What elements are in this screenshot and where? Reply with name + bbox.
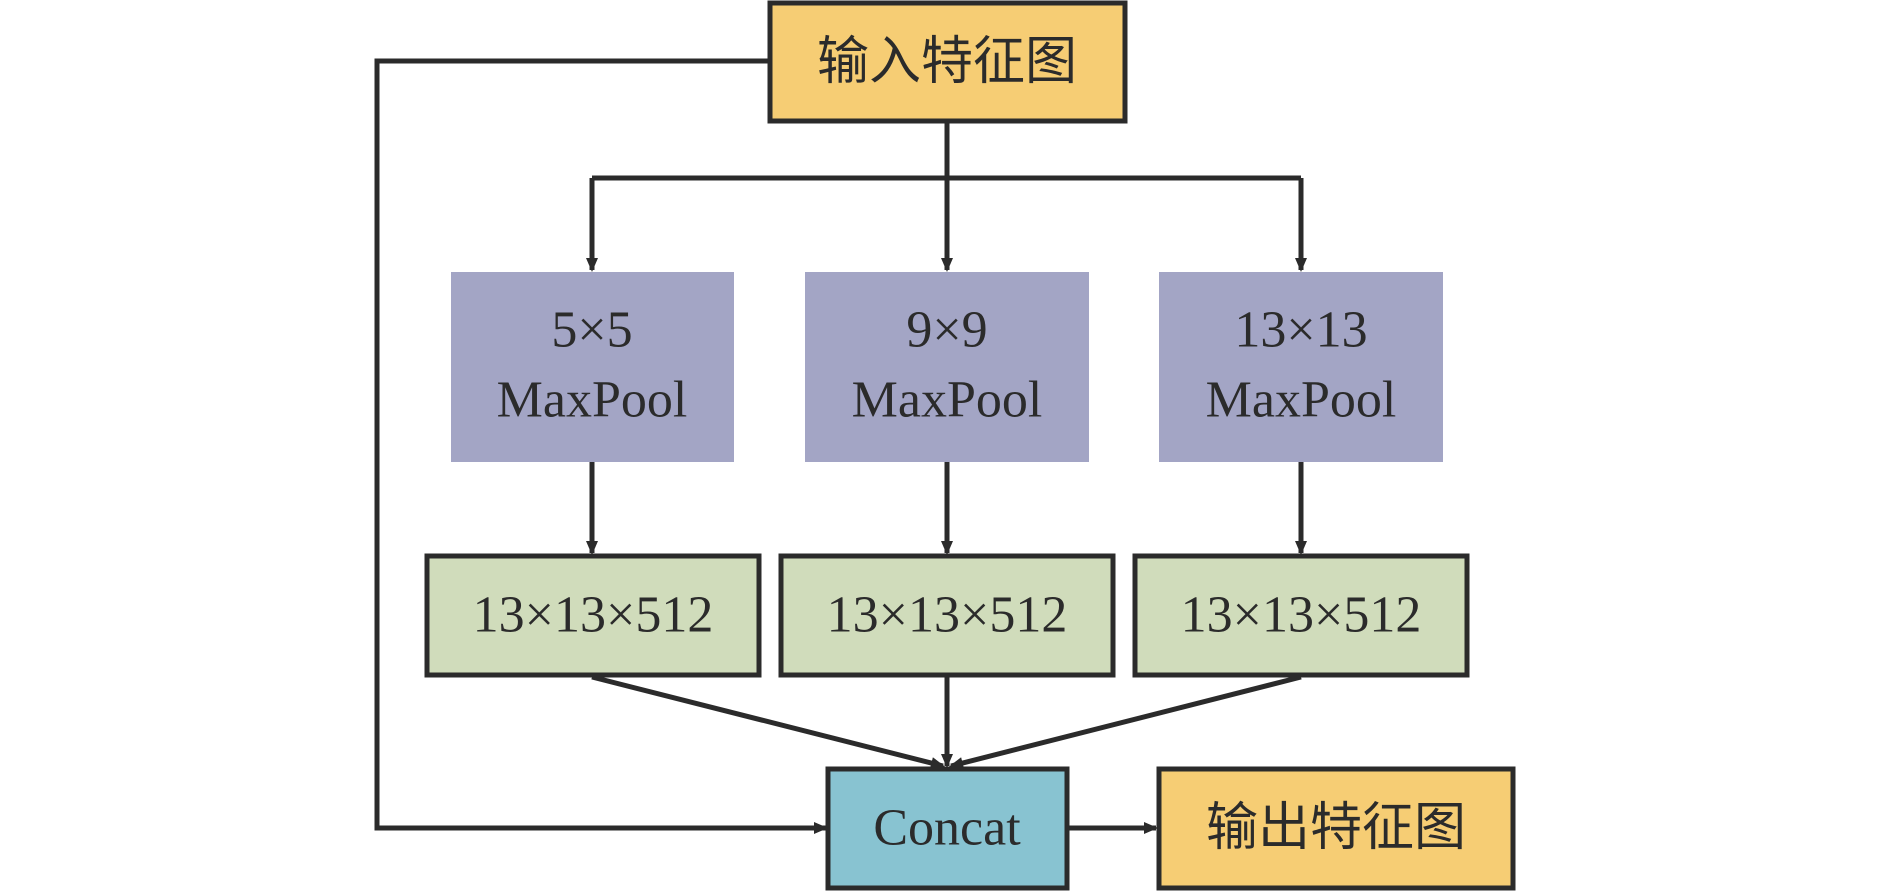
feature-map-3-label: 13×13×512 [1181, 587, 1422, 644]
feature-map-3-node: 13×13×512 [1132, 553, 1470, 678]
feature-map-1-label: 13×13×512 [473, 587, 714, 644]
feature-map-2-node: 13×13×512 [778, 553, 1116, 678]
maxpool-5-type-label: MaxPool [497, 372, 688, 429]
maxpool-13-kernel-label: 13×13 [1234, 302, 1367, 359]
input-feature-map-node: 输入特征图 [767, 0, 1128, 124]
bypass-connector [374, 58, 828, 834]
feature-map-1-node: 13×13×512 [424, 553, 762, 678]
maxpool-9-node: 9×9 MaxPool [805, 272, 1089, 462]
connectors [374, 58, 1307, 834]
arrow-feature-1-to-concat [591, 674, 945, 769]
maxpool-13-type-label: MaxPool [1206, 372, 1397, 429]
maxpool-9-type-label: MaxPool [852, 372, 1043, 429]
output-feature-map-node: 输出特征图 [1156, 766, 1516, 891]
output-feature-map-label: 输出特征图 [1206, 798, 1466, 858]
maxpool-5-kernel-label: 5×5 [551, 302, 632, 359]
maxpool-13-node: 13×13 MaxPool [1159, 272, 1443, 462]
feature-map-2-label: 13×13×512 [827, 587, 1068, 644]
maxpool-9-kernel-label: 9×9 [906, 302, 987, 359]
concat-label: Concat [873, 800, 1021, 857]
concat-node: Concat [825, 766, 1070, 891]
input-feature-map-label: 输入特征图 [817, 32, 1077, 92]
maxpool-5-node: 5×5 MaxPool [451, 272, 734, 462]
arrow-feature-3-to-concat [949, 674, 1302, 769]
